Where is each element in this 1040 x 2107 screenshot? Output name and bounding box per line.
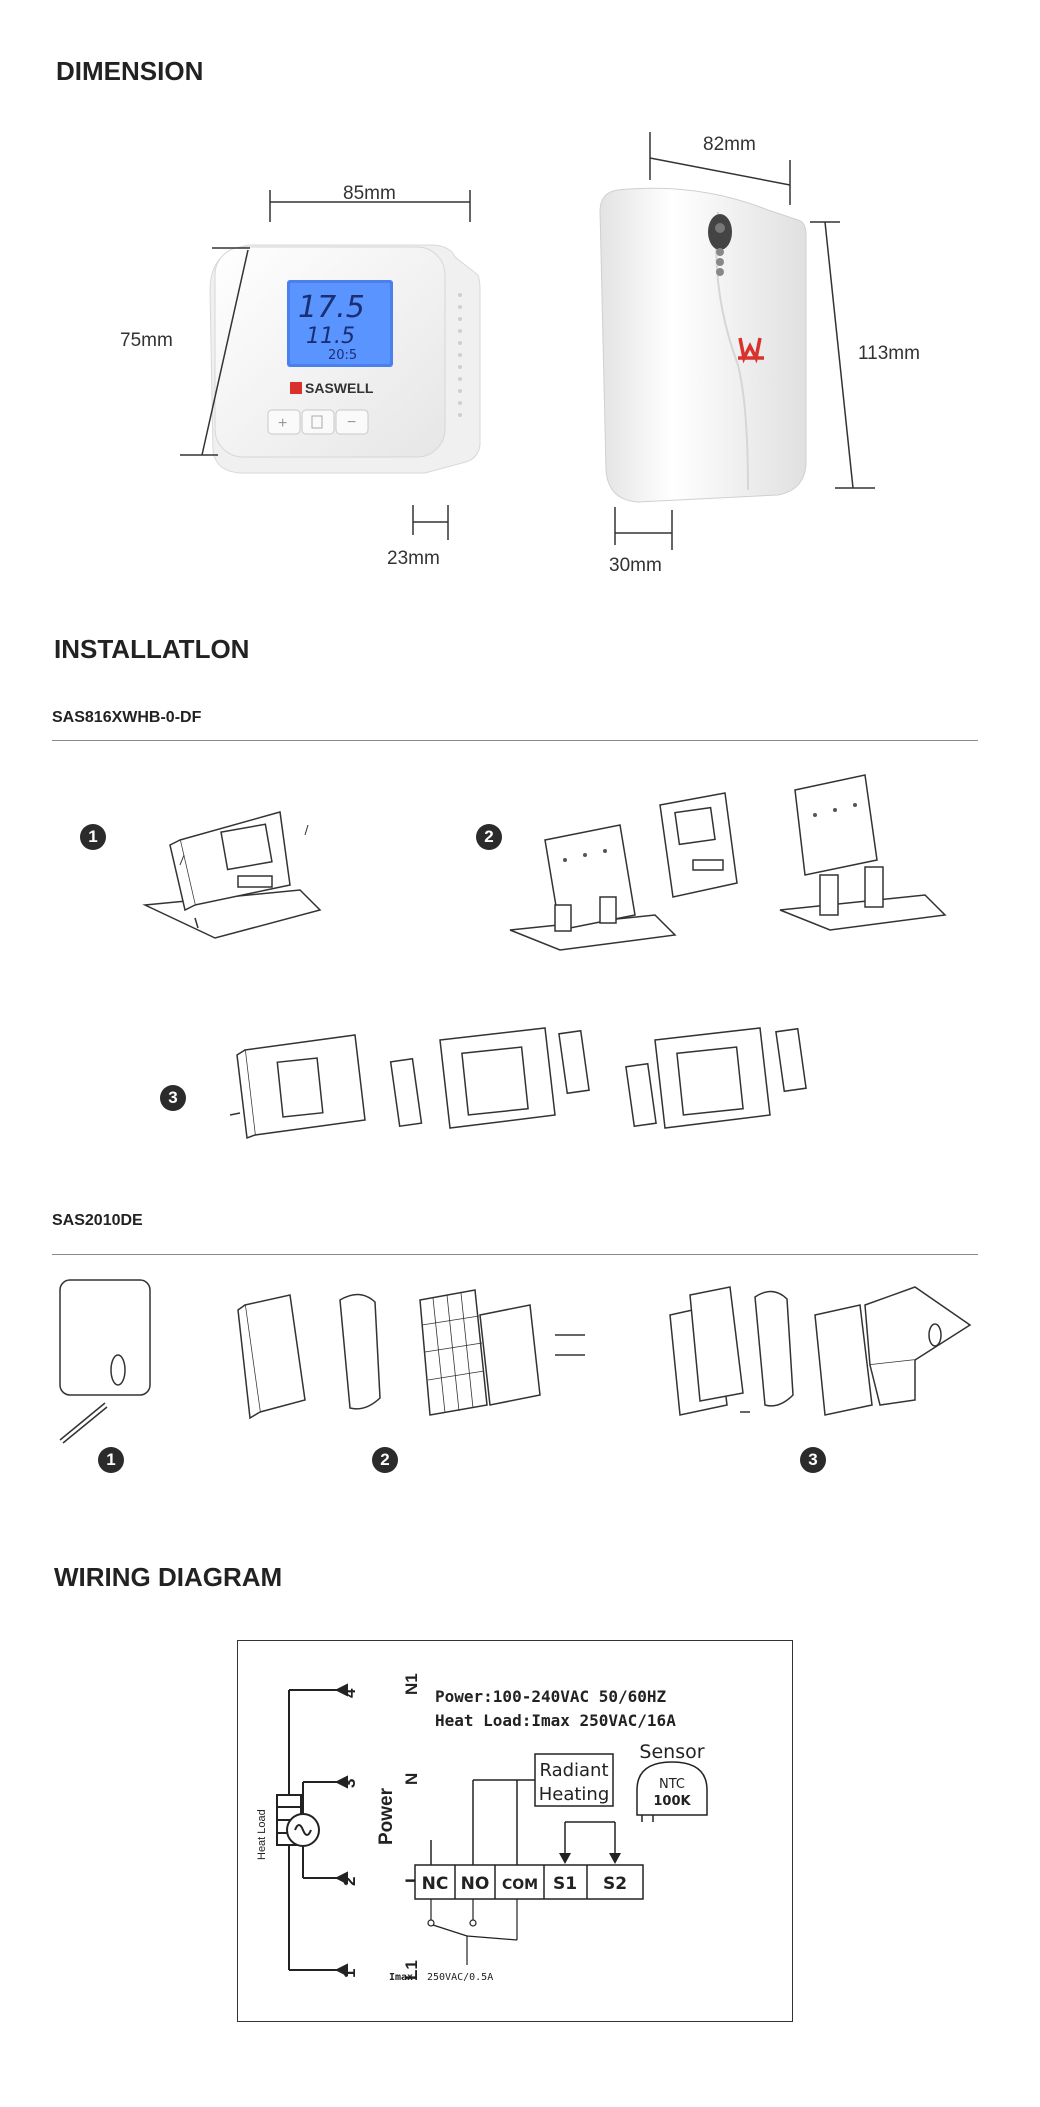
pin-3: 3 [340,1779,359,1788]
terminal-s1: S1 [553,1874,577,1894]
terminal-s2: S2 [603,1874,627,1894]
receiver-image [598,187,808,503]
model-a-heading: SAS816XWHB-0-DF [52,709,202,726]
step-a3-illustration [229,1027,807,1140]
wiring-diagram: N1 4 N 3 Power L 2 L1 1 Heat Load Power:… [256,1673,708,1983]
receiver-width-label: 82mm [703,134,756,155]
imax-note-label: Imax: [389,1972,419,1983]
dimension-section-title: DIMENSION [56,56,204,86]
installation-section-title: INSTALLATLON [54,634,250,664]
imax-note-value: 250VAC/0.5A [427,1972,493,1983]
power-label: Power [376,1787,397,1845]
pin-4: 4 [340,1688,359,1698]
terminal-com: COM [502,1877,538,1893]
pin-l1: L1 [402,1960,421,1980]
receiver-depth-label: 30mm [609,555,662,576]
pin-2: 2 [340,1877,359,1886]
receiver-dimension-lines [614,132,875,550]
ntc-label-2: 100K [653,1794,691,1809]
sensor-label: Sensor [639,1741,704,1763]
ntc-label-1: NTC [659,1777,685,1792]
step-b1-illustration [59,1279,151,1444]
model-b-heading: SAS2010DE [52,1212,143,1229]
step-a3-badge: 3 [160,1085,186,1111]
display-set-temp: 11.5 [306,324,355,349]
thermostat-width-label: 85mm [343,183,396,204]
thermostat-dimension-lines [180,190,471,540]
display-time: 20:5 [328,348,357,363]
load-spec: Heat Load:Imax 250VAC/16A [435,1711,676,1730]
step-b3-badge: 3 [800,1447,826,1473]
step-b3-illustration [669,1286,972,1416]
step-b2-badge: 2 [372,1447,398,1473]
heat-load-label: Heat Load [256,1809,268,1860]
step-a2-badge: 2 [476,824,502,850]
brand-logo-text: SASWELL [305,380,374,396]
pin-n1: N1 [402,1673,421,1695]
radiant-label-2: Heating [539,1784,610,1805]
thermostat-height-label: 75mm [120,330,173,351]
terminal-nc: NC [422,1874,449,1894]
receiver-height-label: 113mm [858,343,920,364]
svg-text:+: + [278,415,287,432]
step-a2-illustration [509,774,947,951]
model-b-divider [52,1254,978,1255]
pin-1: 1 [340,1969,359,1978]
thermostat-image: 17.5 11.5 20:5 SASWELL + − [209,244,481,475]
radiant-label-1: Radiant [539,1760,608,1781]
step-b2-illustration [237,1289,585,1420]
model-a-divider [52,740,978,741]
step-a1-badge: 1 [80,824,106,850]
pin-n: N [402,1773,421,1785]
power-spec: Power:100-240VAC 50/60HZ [435,1687,667,1706]
wiring-section-title: WIRING DIAGRAM [54,1562,283,1592]
thermostat-depth-label: 23mm [387,548,440,569]
terminal-no: NO [461,1874,490,1894]
step-b1-badge: 1 [98,1447,124,1473]
step-a1-illustration [142,811,322,939]
pin-l: L [402,1873,421,1883]
wiring-diagram-frame [237,1640,793,2022]
display-main-temp: 17.5 [298,290,365,325]
svg-text:−: − [347,414,356,431]
